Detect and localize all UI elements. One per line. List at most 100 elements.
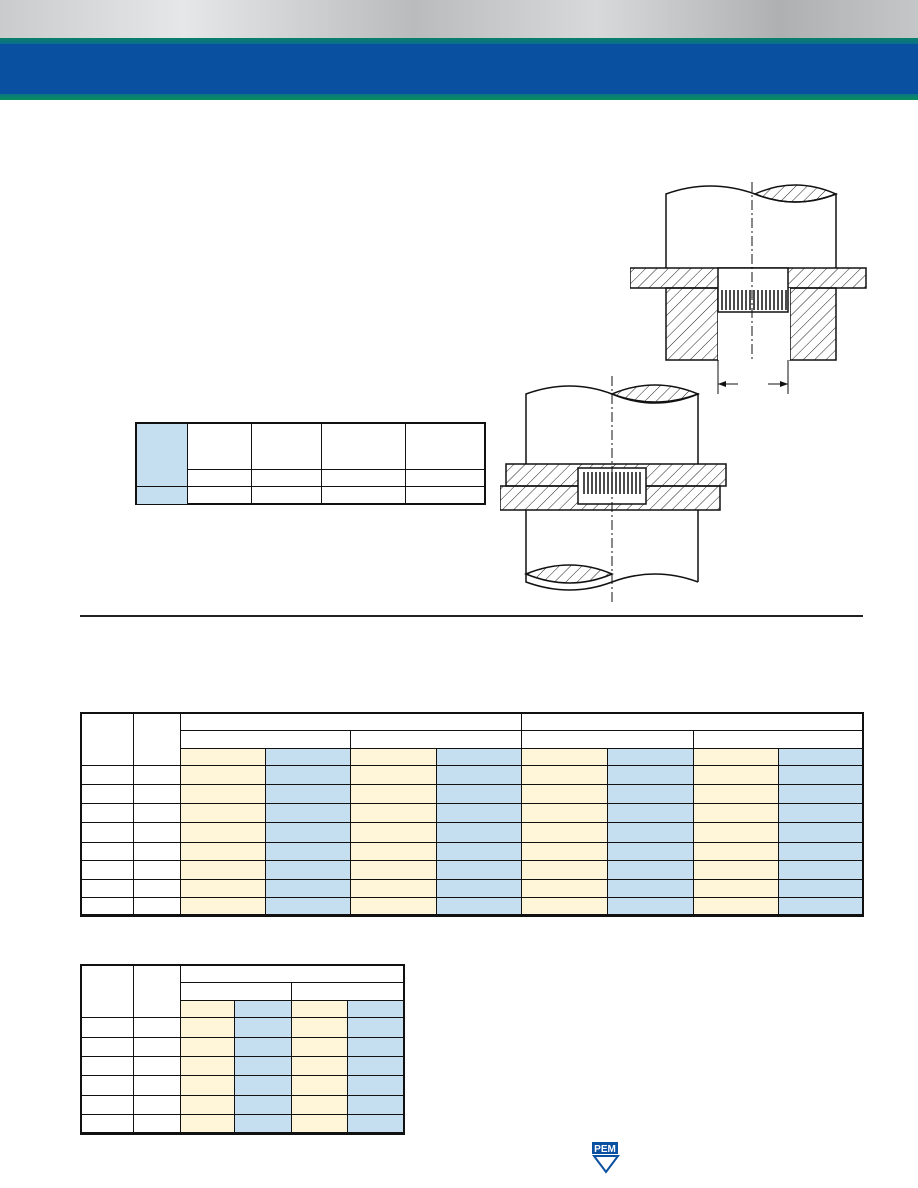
table-data-cell xyxy=(235,1115,292,1133)
table-row-label-cell xyxy=(82,1115,134,1133)
table-data-cell xyxy=(348,1096,404,1115)
table-data-cell xyxy=(266,823,351,843)
table-row-label-cell xyxy=(134,880,181,898)
performance-data-table xyxy=(80,712,864,917)
table-data-cell xyxy=(235,1018,292,1038)
table-data-cell xyxy=(266,898,351,915)
table-row-label-cell xyxy=(82,880,134,898)
table-data-cell xyxy=(694,823,779,843)
table-data-cell xyxy=(348,1038,404,1057)
table-data-cell xyxy=(235,1096,292,1115)
table-data-cell xyxy=(292,1076,348,1096)
table-header-subgroup-cell xyxy=(181,731,351,749)
table-header-unit-cell xyxy=(437,749,522,766)
table-data-cell xyxy=(608,804,694,823)
table-data-cell xyxy=(266,766,351,785)
table-data-cell xyxy=(608,823,694,843)
table-data-cell xyxy=(522,880,608,898)
table-row-label-cell xyxy=(82,766,134,785)
table-row-label-cell xyxy=(82,1018,134,1038)
table-row-label-cell xyxy=(82,785,134,804)
table-data-cell xyxy=(181,785,266,804)
table-data-cell xyxy=(694,766,779,785)
table-data-cell xyxy=(608,880,694,898)
table-data-cell xyxy=(437,766,522,785)
table-data-cell xyxy=(779,804,863,823)
table-data-cell xyxy=(351,823,437,843)
table-row-label-cell xyxy=(82,861,134,880)
table-header-unit-cell xyxy=(348,1001,404,1018)
table-data-cell xyxy=(181,1076,235,1096)
table-header-cell xyxy=(82,966,134,1018)
table-header-unit-cell xyxy=(608,749,694,766)
table-data-cell xyxy=(181,1018,235,1038)
table-data-cell xyxy=(779,785,863,804)
table-data-cell xyxy=(181,861,266,880)
table-data-cell xyxy=(181,823,266,843)
small-table-divider xyxy=(321,424,322,503)
table-data-cell xyxy=(437,898,522,915)
table-data-cell xyxy=(266,785,351,804)
table-data-cell xyxy=(351,804,437,823)
table-data-cell xyxy=(235,1057,292,1076)
table-data-cell xyxy=(181,843,266,861)
table-row-label-cell xyxy=(82,1038,134,1057)
small-table-corner-cell xyxy=(137,424,188,470)
table-data-cell xyxy=(608,766,694,785)
table-data-cell xyxy=(779,861,863,880)
table-data-cell xyxy=(351,785,437,804)
table-data-cell xyxy=(351,880,437,898)
table-data-cell xyxy=(694,785,779,804)
table-row-label-cell xyxy=(82,804,134,823)
header-metal-strip xyxy=(0,0,918,38)
table-header-cell xyxy=(134,966,181,1018)
table-data-cell xyxy=(694,804,779,823)
table-data-cell xyxy=(608,898,694,915)
table-row-label-cell xyxy=(134,1076,181,1096)
panel-installation-drawing xyxy=(500,376,727,604)
table-data-cell xyxy=(266,843,351,861)
table-data-cell xyxy=(351,766,437,785)
table-data-cell xyxy=(348,1018,404,1038)
table-header-unit-cell xyxy=(351,749,437,766)
table-data-cell xyxy=(779,843,863,861)
table-data-cell xyxy=(779,898,863,915)
table-row-label-cell xyxy=(134,843,181,861)
table-data-cell xyxy=(181,1096,235,1115)
table-header-group-cell xyxy=(181,966,404,983)
table-data-cell xyxy=(351,898,437,915)
table-row-label-cell xyxy=(134,1038,181,1057)
table-header-subgroup-cell xyxy=(522,731,694,749)
table-data-cell xyxy=(348,1057,404,1076)
table-header-subgroup-cell xyxy=(351,731,522,749)
table-row-label-cell xyxy=(82,843,134,861)
table-data-cell xyxy=(351,843,437,861)
table-data-cell xyxy=(292,1096,348,1115)
table-data-cell xyxy=(181,1057,235,1076)
performance-data-table-small xyxy=(80,964,405,1135)
table-data-cell xyxy=(181,880,266,898)
table-data-cell xyxy=(292,1038,348,1057)
table-row-label-cell xyxy=(134,861,181,880)
table-row-label-cell xyxy=(82,1096,134,1115)
table-header-cell xyxy=(82,714,134,766)
table-header-unit-cell xyxy=(235,1001,292,1018)
table-data-cell xyxy=(437,843,522,861)
table-data-cell xyxy=(235,1038,292,1057)
table-data-cell xyxy=(522,823,608,843)
table-header-subgroup-cell xyxy=(181,983,292,1001)
table-data-cell xyxy=(292,1115,348,1133)
table-row-label-cell xyxy=(134,1057,181,1076)
table-header-unit-cell xyxy=(292,1001,348,1018)
table-data-cell xyxy=(522,843,608,861)
table-data-cell xyxy=(779,880,863,898)
small-table-row xyxy=(137,470,484,487)
small-table-row xyxy=(137,487,484,504)
table-row-label-cell xyxy=(134,1115,181,1133)
table-row-label-cell xyxy=(82,1076,134,1096)
press-die-installation-drawing xyxy=(630,182,867,394)
table-data-cell xyxy=(437,880,522,898)
table-data-cell xyxy=(608,861,694,880)
table-data-cell xyxy=(608,785,694,804)
pem-logo: PEM xyxy=(592,1142,620,1174)
